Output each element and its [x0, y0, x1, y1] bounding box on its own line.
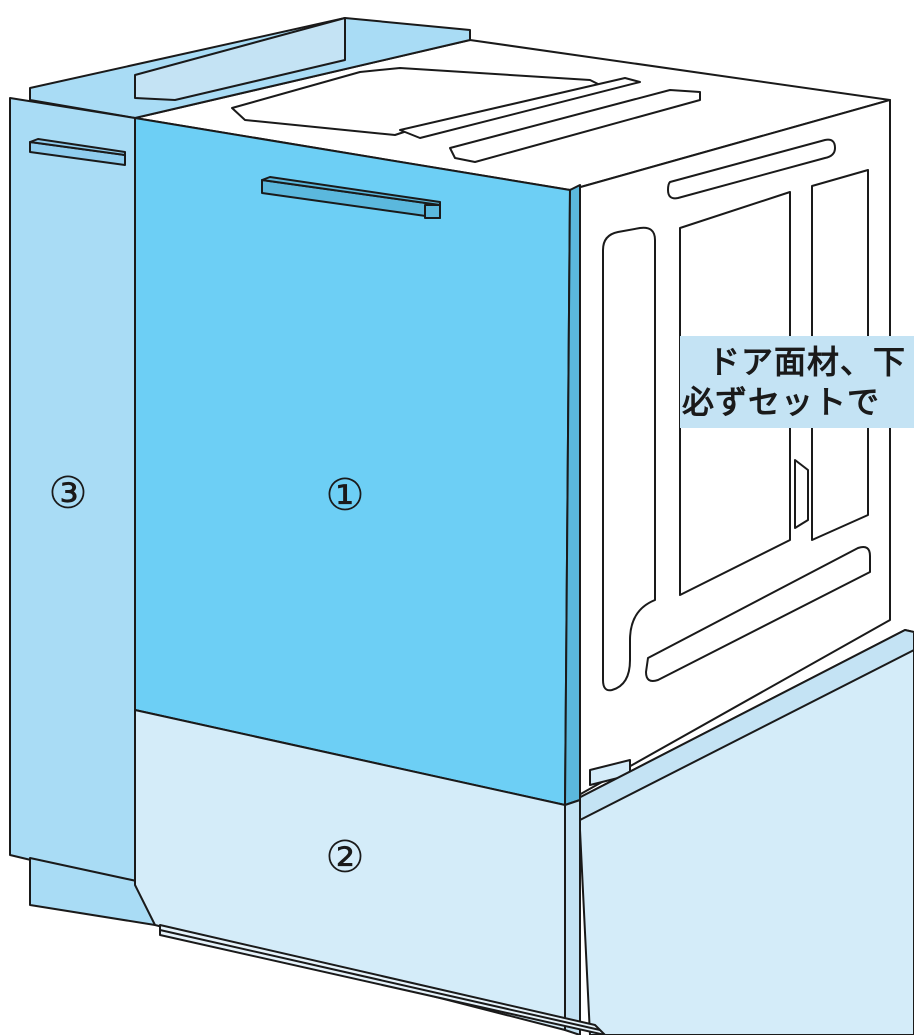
side-handle — [29, 138, 126, 166]
callout-box: ドア面材、下 必ずセットで — [680, 336, 914, 428]
number-labels: ① ② ③ — [48, 468, 364, 883]
callout-line-2: 必ずセットで — [682, 383, 881, 421]
label-lower-panel: ② — [325, 832, 364, 883]
kick-line — [159, 929, 601, 1031]
door-panel-face — [134, 117, 571, 806]
side-panel-top-inner — [134, 17, 346, 101]
lower-panel-edge — [564, 799, 581, 1035]
callout-line-1: ドア面材、下 — [708, 343, 907, 381]
top-recesses — [231, 67, 701, 163]
door-handle — [261, 176, 441, 219]
label-side-panel: ③ — [48, 468, 87, 519]
label-door-panel: ① — [325, 470, 364, 521]
